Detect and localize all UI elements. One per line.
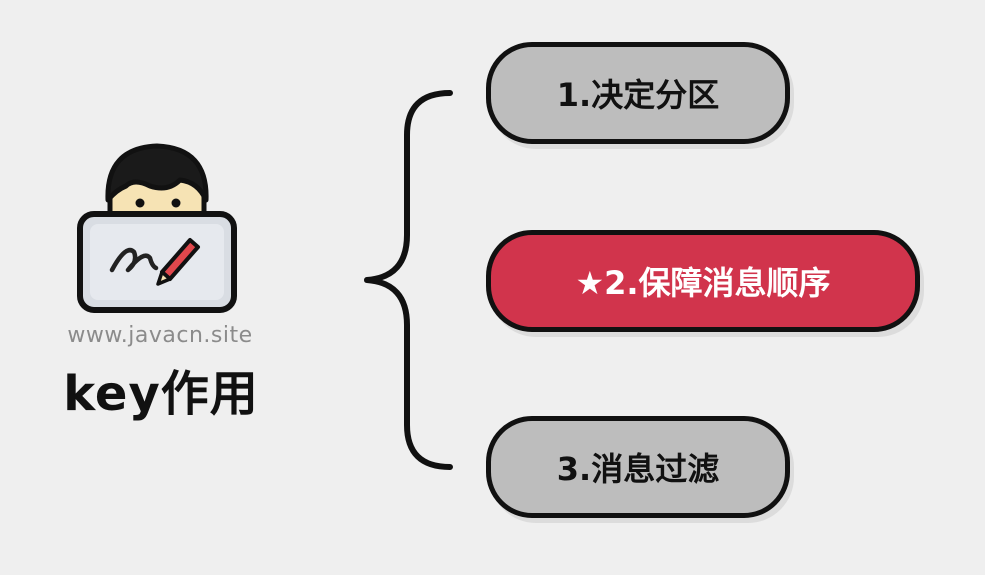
- person-with-laptop-icon: [77, 143, 237, 313]
- laptop-icon: [77, 211, 237, 313]
- item-label: ★2.保障消息顺序: [575, 264, 831, 302]
- item-pill-partition: 1.决定分区: [486, 42, 790, 144]
- person-head: [105, 143, 209, 221]
- site-url: www.javacn.site: [67, 323, 253, 348]
- curly-brace: [364, 90, 453, 470]
- page-title: key作用: [63, 366, 259, 422]
- item-pill-filtering: 3.消息过滤: [486, 416, 790, 518]
- pencil-icon: [156, 238, 200, 286]
- item-label: 1.决定分区: [556, 76, 720, 114]
- item-pill-ordering-highlighted: ★2.保障消息顺序: [486, 230, 920, 332]
- item-label: 3.消息过滤: [556, 450, 720, 488]
